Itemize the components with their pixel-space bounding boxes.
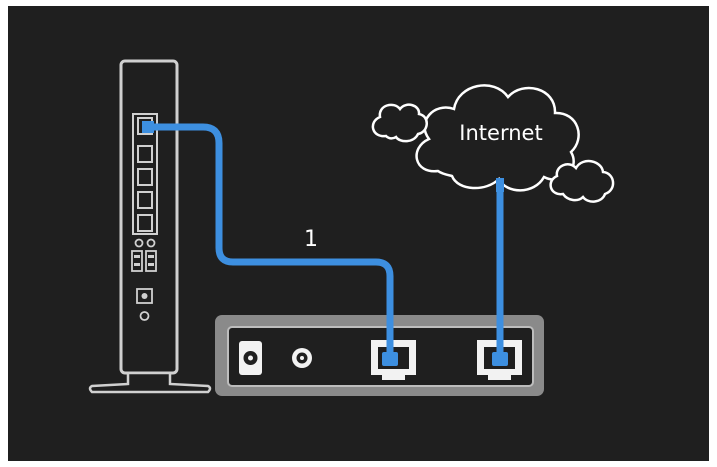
network-connection-diagram: 1 Internet <box>88 59 615 396</box>
ethernet-port-icon <box>137 117 153 232</box>
router-icon <box>88 59 212 394</box>
coax-port-icon <box>292 348 312 368</box>
ethernet-cable <box>145 123 504 365</box>
internet-label: Internet <box>459 121 542 145</box>
cloud-icon <box>371 84 615 203</box>
modem-icon <box>215 315 544 396</box>
cable-label: 1 <box>304 227 318 252</box>
usb-port-icon <box>131 250 157 272</box>
diagram-background: 1 Internet <box>8 6 709 461</box>
power-jack-icon <box>239 341 262 375</box>
